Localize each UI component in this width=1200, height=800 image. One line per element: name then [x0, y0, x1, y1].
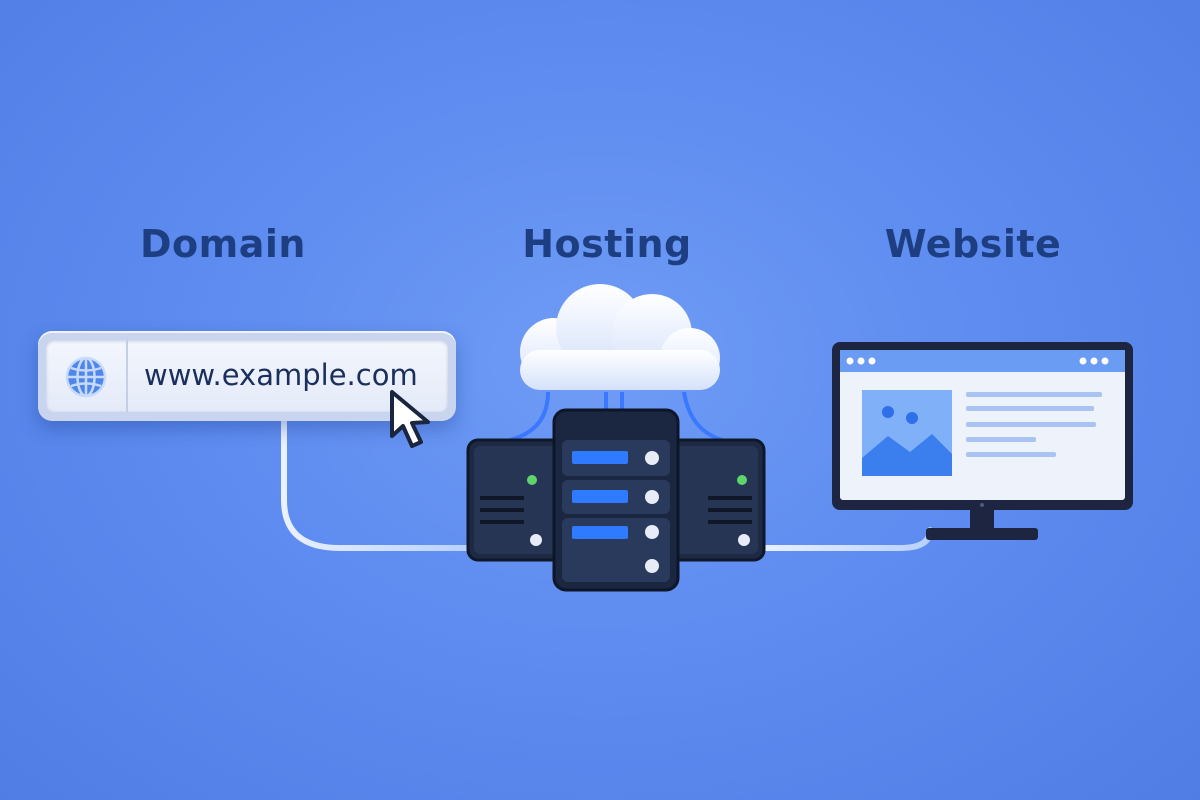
cloud-cable-left [509, 391, 550, 442]
server-left [466, 438, 564, 562]
image-placeholder-icon [862, 390, 952, 476]
globe-icon [65, 356, 107, 398]
url-text: www.example.com [144, 358, 418, 392]
website-label: Website [884, 222, 1062, 266]
cloud-cable-right [682, 391, 723, 442]
globe-icon-box [46, 340, 128, 412]
url-bar[interactable]: www.example.com [38, 331, 456, 421]
monitor-icon [832, 342, 1133, 540]
domain-to-hosting-cable [281, 417, 473, 551]
cloud-icon [520, 284, 720, 390]
server-right [668, 438, 766, 562]
cursor-icon [390, 390, 430, 448]
hosting-label: Hosting [522, 222, 692, 266]
url-bar-field[interactable]: www.example.com [46, 340, 448, 412]
domain-label: Domain [140, 222, 306, 266]
server-center [552, 408, 680, 592]
server-rack-icon [466, 408, 766, 592]
